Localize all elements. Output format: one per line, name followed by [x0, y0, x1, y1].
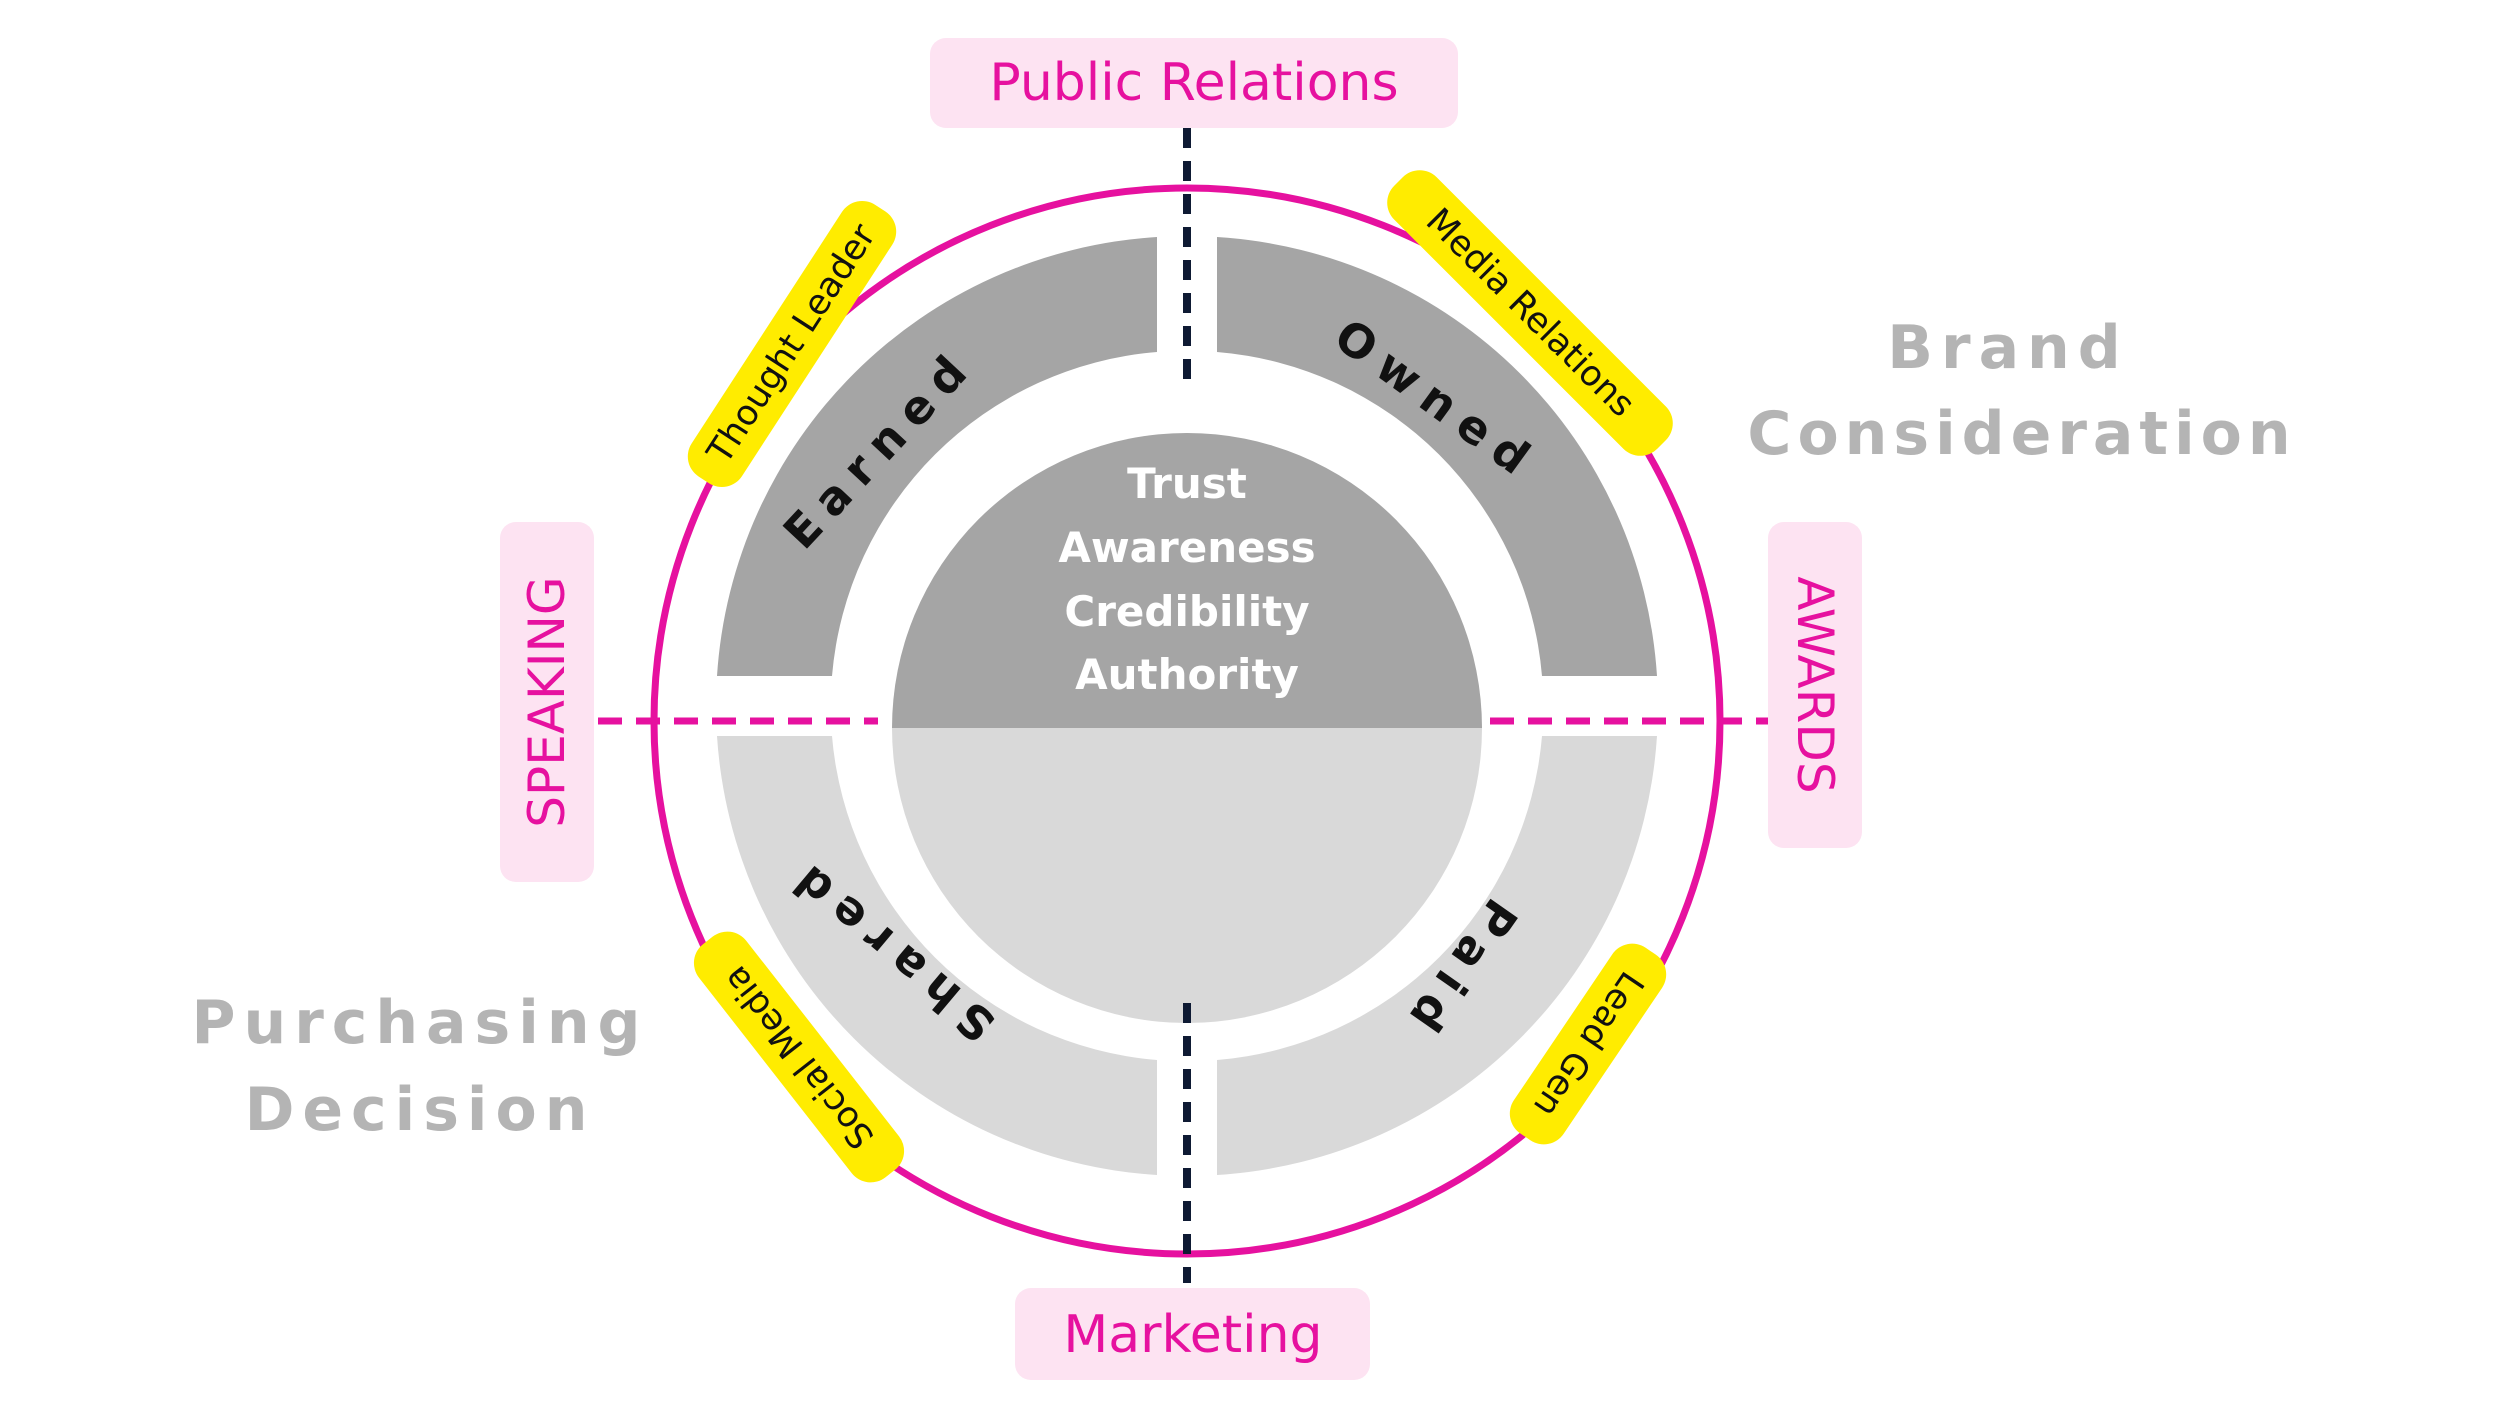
axis-label-top-group: Public Relations	[930, 38, 1458, 128]
segment-paid-wedge	[1217, 736, 1657, 1175]
purchasing-label-line2: Decision	[245, 1075, 596, 1145]
axis-label-left: SPEAKING	[518, 576, 576, 827]
segment-shared-wedge	[717, 736, 1157, 1175]
axis-label-top: Public Relations	[989, 53, 1398, 113]
segment-earned-wedge	[717, 237, 1157, 676]
brand-label-line1: Brand	[1887, 313, 2128, 383]
center-line-authority: Authority	[1075, 650, 1299, 699]
center-top-half	[892, 433, 1482, 728]
brand-label-line2: Consideration	[1747, 399, 2296, 469]
axis-label-bottom-group: Marketing	[1015, 1288, 1370, 1380]
axis-label-left-group: SPEAKING	[500, 522, 594, 882]
segment-owned-wedge	[1217, 237, 1657, 676]
center-line-awareness: Awareness	[1058, 523, 1315, 572]
center-line-credibility: Credibility	[1064, 587, 1309, 636]
center-line-trust: Trust	[1127, 459, 1247, 508]
center-bottom-half	[892, 728, 1482, 1023]
axis-label-right-group: AWARDS	[1768, 522, 1862, 848]
purchasing-label-line1: Purchasing	[192, 988, 649, 1058]
axis-label-right: AWARDS	[1786, 576, 1844, 793]
axis-label-bottom: Marketing	[1063, 1305, 1322, 1365]
